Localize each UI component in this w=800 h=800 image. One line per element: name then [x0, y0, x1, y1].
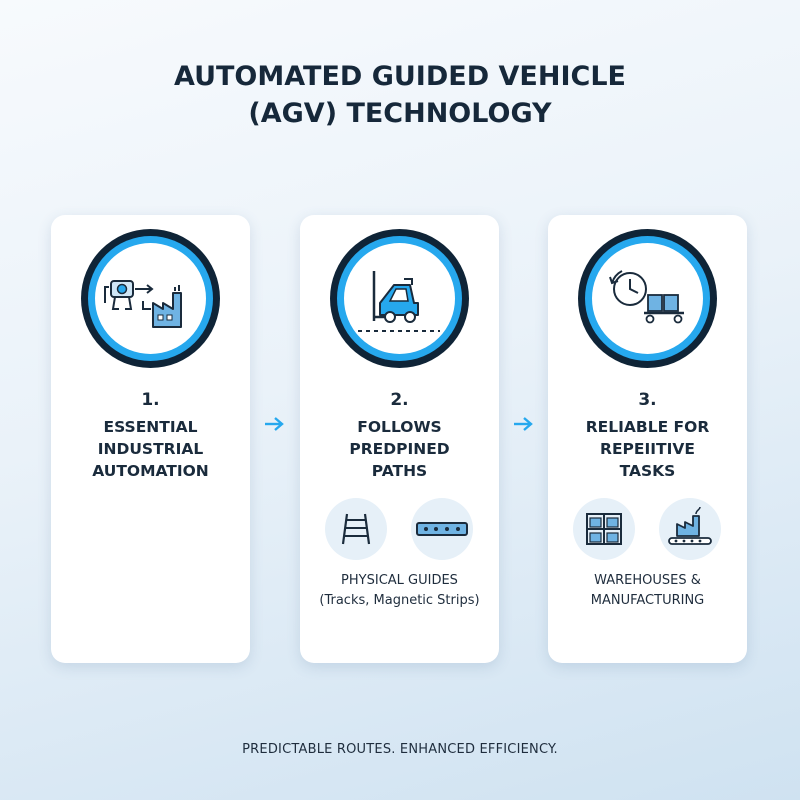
step-1-label-line: INDUSTRIAL [97, 440, 204, 458]
step-1-label: ESSENTIAL INDUSTRIAL AUTOMATION [51, 416, 250, 482]
step-3-subtext: WAREHOUSES & MANUFACTURING [548, 571, 747, 611]
track-ladder-icon [325, 498, 387, 560]
step-3-subtext-line: MANUFACTURING [590, 593, 705, 608]
step-card-1: 1. ESSENTIAL INDUSTRIAL AUTOMATION [51, 215, 250, 663]
step-2-subtext: PHYSICAL GUIDES (Tracks, Magnetic Strips… [300, 571, 499, 611]
arrow-right-icon [514, 417, 533, 431]
arrow-right-icon [265, 417, 284, 431]
title-line-2: (AGV) TECHNOLOGY [248, 98, 552, 129]
step-3-subtext-line: WAREHOUSES & [594, 573, 701, 588]
step-3-icon-ring [578, 229, 717, 368]
step-3-label-line: REPEIITIVE [600, 440, 695, 458]
step-2-icon-ring [330, 229, 469, 368]
step-2-number: 2. [390, 390, 409, 410]
step-3-label-line: RELIABLE FOR [585, 418, 710, 436]
robot-to-factory-icon [104, 280, 182, 328]
title-line-1: AUTOMATED GUIDED VEHICLE [174, 61, 626, 92]
step-1-icon-ring [81, 229, 220, 368]
step-2-subtext-line: PHYSICAL GUIDES [341, 573, 458, 588]
step-2-label-line: PREDPINED [349, 440, 450, 458]
step-card-3: 3. RELIABLE FOR REPEIITIVE TASKS WAREHOU… [548, 215, 747, 663]
clock-cart-icon [609, 270, 684, 324]
magnetic-strip-icon [411, 498, 473, 560]
step-1-number: 1. [141, 390, 160, 410]
warehouse-shelves-icon [573, 498, 635, 560]
step-2-label-line: FOLLOWS [357, 418, 442, 436]
step-3-label-line: TASKS [619, 462, 676, 480]
step-card-2: 2. FOLLOWS PREDPINED PATHS PHYSICAL GUID… [300, 215, 499, 663]
forklift-agv-icon [358, 271, 440, 332]
factory-conveyor-icon [659, 498, 721, 560]
step-2-label-line: PATHS [371, 462, 428, 480]
step-3-number: 3. [638, 390, 657, 410]
step-2-subtext-line: (Tracks, Magnetic Strips) [319, 593, 480, 608]
step-1-label-line: AUTOMATION [92, 462, 209, 480]
step-3-label: RELIABLE FOR REPEIITIVE TASKS [548, 416, 747, 482]
footer-tagline: PREDICTABLE ROUTES. ENHANCED EFFICIENCY. [242, 742, 558, 757]
step-1-label-line: ESSENTIAL [103, 418, 198, 436]
page-title: AUTOMATED GUIDED VEHICLE (AGV) TECHNOLOG… [0, 58, 800, 132]
step-2-label: FOLLOWS PREDPINED PATHS [300, 416, 499, 482]
